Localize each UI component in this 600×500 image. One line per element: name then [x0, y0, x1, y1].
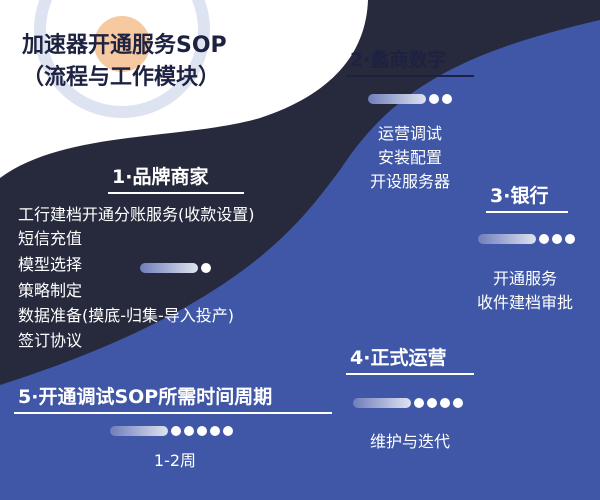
step-4-underline [346, 373, 474, 375]
step-1-item-5: 数据准备(摸底-归集-导入投产) [18, 306, 235, 325]
step-1-item-3: 模型选择 [18, 255, 83, 274]
step-2-underline [346, 75, 474, 77]
step-5-progress [110, 426, 233, 436]
step-3-item-1: 开通服务 [492, 269, 557, 288]
progress-dot [171, 426, 181, 436]
step-1-item-6: 签订协议 [18, 331, 83, 350]
progress-dot [210, 426, 220, 436]
step-5-underline [14, 412, 332, 414]
step-1-item-1: 工行建档开通分账服务(收款设置) [18, 205, 255, 224]
step-5-item-1: 1-2周 [153, 451, 197, 470]
step-2-item-3: 开设服务器 [369, 172, 450, 191]
step-2-progress-bar [368, 94, 426, 104]
step-1-progress-bar [140, 263, 198, 273]
step-1-underline [108, 192, 244, 194]
progress-dot [552, 234, 562, 244]
step-1-progress [140, 263, 211, 273]
step-4-progress [353, 398, 463, 408]
step-4-item-1: 维护与迭代 [369, 432, 450, 451]
step-4-heading: 4·正式运营 [350, 347, 447, 369]
progress-dot [427, 398, 437, 408]
step-4-progress-bar [353, 398, 411, 408]
progress-dot [453, 398, 463, 408]
step-2-item-2: 安装配置 [377, 148, 442, 167]
step-2-progress [368, 94, 452, 104]
step-3-progress [478, 234, 575, 244]
step-3-progress-bar [478, 234, 536, 244]
progress-dot [539, 234, 549, 244]
orange-blob [94, 16, 150, 72]
step-3-heading: 3·银行 [490, 185, 549, 207]
step-3-item-2: 收件建档审批 [476, 293, 573, 312]
progress-dot [414, 398, 424, 408]
step-5-progress-bar [110, 426, 168, 436]
title-line-1: 加速器开通服务SOP [22, 33, 227, 58]
progress-dot [429, 94, 439, 104]
ring-decoration [34, 0, 210, 118]
title-line-2: （流程与工作模块） [22, 65, 221, 90]
progress-dot [197, 426, 207, 436]
progress-dot [442, 94, 452, 104]
progress-dot [565, 234, 575, 244]
step-3-underline [486, 211, 568, 213]
step-2-heading: 2·蠡商数字 [350, 49, 447, 71]
progress-dot [201, 263, 211, 273]
step-1-item-2: 短信充值 [18, 229, 83, 248]
progress-dot [223, 426, 233, 436]
step-5-heading: 5·开通调试SOP所需时间周期 [18, 386, 273, 408]
step-1-heading: 1·品牌商家 [112, 166, 209, 188]
progress-dot [440, 398, 450, 408]
progress-dot [184, 426, 194, 436]
page-title: 加速器开通服务SOP （流程与工作模块） [22, 30, 227, 94]
step-1-item-4: 策略制定 [18, 281, 83, 300]
step-2-item-1: 运营调试 [377, 124, 442, 143]
